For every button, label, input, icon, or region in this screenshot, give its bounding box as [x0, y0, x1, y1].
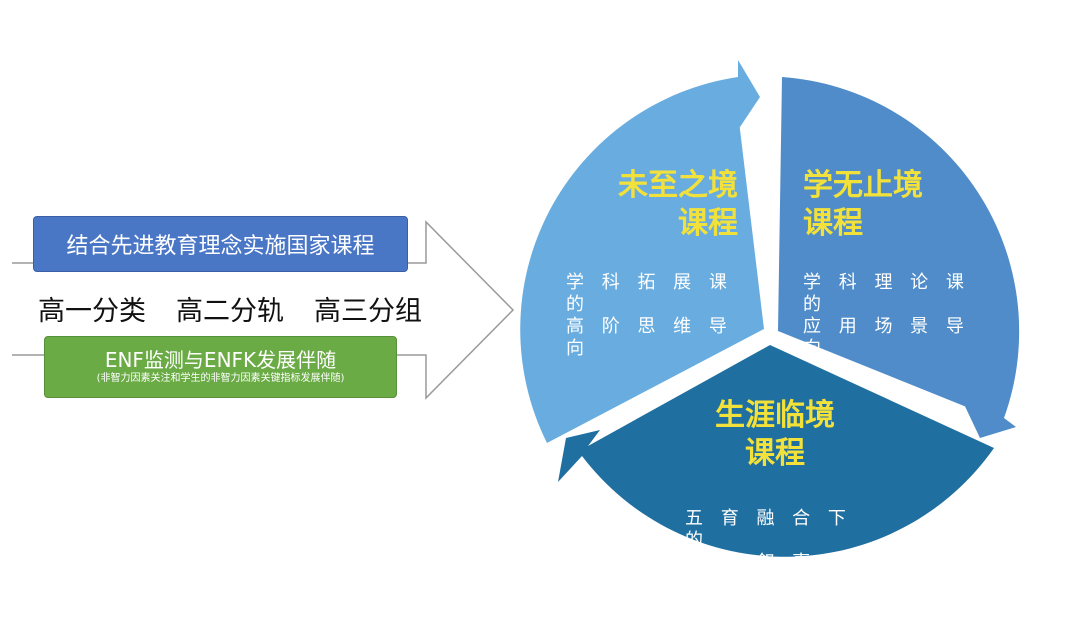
segment-xuewu — [778, 77, 1020, 438]
segment-xuewu-title-line2: 课程 — [803, 206, 863, 241]
enf-monitoring-sublabel: (非智力因素关注和学生的非智力因素关键指标发展伴随) — [96, 373, 345, 384]
segment-shengya — [558, 345, 994, 557]
segment-shengya-title: 生涯临境 课程 — [700, 397, 850, 473]
track-grade10: 高一分类 — [38, 295, 146, 327]
track-grade12: 高三分组 — [314, 295, 422, 327]
enf-monitoring-box: ENF监测与ENFK发展伴随 (非智力因素关注和学生的非智力因素关键指标发展伴随… — [44, 336, 397, 398]
segment-xuewu-desc: 学 科 理 论 课 的 应 用 场 景 导 向 — [803, 272, 993, 360]
segment-shengya-desc-line1: 五 育 融 合 下 的 — [685, 508, 852, 551]
segment-weizhi-title-line1: 未至之境 — [618, 168, 738, 203]
segment-weizhi-title: 未至之境 课程 — [598, 167, 738, 243]
segment-xuewu-desc-line2: 应 用 场 景 导 向 — [803, 316, 970, 359]
segment-weizhi-desc-line2: 高 阶 思 维 导 向 — [566, 316, 733, 359]
track-grade11: 高二分轨 — [176, 295, 284, 327]
segment-weizhi — [520, 60, 764, 443]
tracks-row: 高一分类 高二分轨 高三分组 — [38, 288, 478, 328]
segment-shengya-title-line2: 课程 — [745, 436, 805, 471]
segment-shengya-desc-line2: 生 涯 叙 事 导 向 — [685, 552, 852, 595]
segment-xuewu-title: 学无止境 课程 — [803, 167, 953, 243]
segment-shengya-title-line1: 生涯临境 — [715, 398, 835, 433]
segment-shengya-desc: 五 育 融 合 下 的 生 涯 叙 事 导 向 — [685, 508, 875, 596]
segment-xuewu-title-line1: 学无止境 — [803, 168, 923, 203]
segment-weizhi-desc: 学 科 拓 展 课 的 高 阶 思 维 导 向 — [566, 272, 746, 360]
segment-weizhi-desc-line1: 学 科 拓 展 课 的 — [566, 272, 733, 315]
segment-xuewu-desc-line1: 学 科 理 论 课 的 — [803, 272, 970, 315]
national-curriculum-label: 结合先进教育理念实施国家课程 — [66, 234, 375, 259]
segment-weizhi-title-line2: 课程 — [678, 206, 738, 241]
national-curriculum-box: 结合先进教育理念实施国家课程 — [33, 216, 408, 272]
enf-monitoring-label: ENF监测与ENFK发展伴随 — [104, 348, 337, 372]
